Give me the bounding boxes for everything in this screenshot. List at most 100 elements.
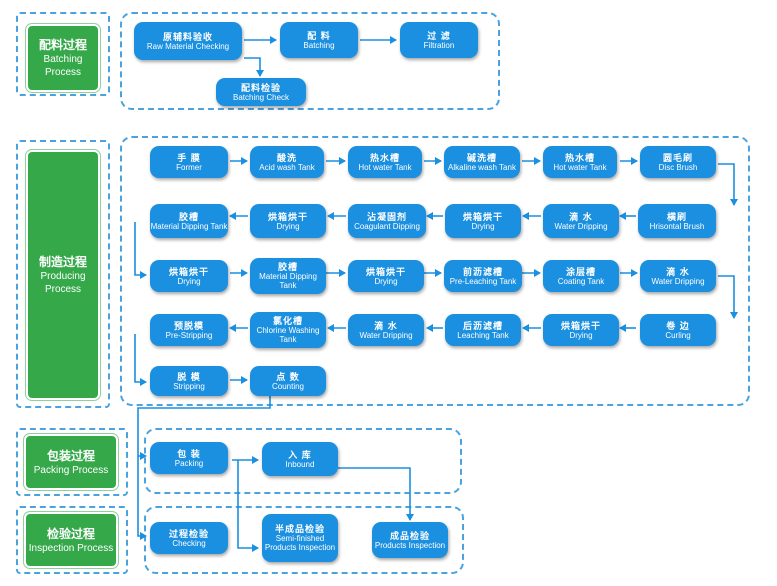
step-en: Leaching Tank [457, 330, 509, 340]
step-cn: 手 膜 [177, 152, 201, 163]
arrow [134, 334, 147, 386]
step-cn: 烘箱烘干 [560, 320, 601, 331]
arrow [718, 275, 738, 319]
step-en: Stripping [173, 381, 205, 391]
arrow [134, 222, 147, 279]
step-en: Curling [665, 330, 691, 340]
step-cn: 滴 水 [666, 266, 690, 277]
step-horizontal-brush[interactable]: 横刷 Hrisontal Brush [638, 204, 716, 238]
step-en: Disc Brush [658, 162, 698, 172]
step-cn: 过程检验 [168, 528, 209, 539]
stage-packing-en: Packing Process [33, 464, 109, 476]
step-semi-finished-inspection[interactable]: 半成品检验 Semi-finished Products Inspection [262, 514, 338, 562]
step-coating[interactable]: 涂层槽 Coating Tank [543, 260, 619, 292]
step-en: Water Dripping [359, 330, 413, 340]
step-en: Pre-Stripping [165, 330, 213, 340]
step-inbound[interactable]: 入 库 Inbound [262, 442, 338, 476]
step-en: Coagulant Dipping [354, 221, 420, 231]
step-curling[interactable]: 卷 边 Curling [640, 314, 716, 346]
step-cn: 前沥滤槽 [462, 266, 503, 277]
step-en: Filtration [423, 40, 455, 50]
arrow [137, 396, 271, 460]
step-checking[interactable]: 过程检验 Checking [150, 522, 228, 554]
step-drying-3[interactable]: 烘箱烘干 Drying [150, 260, 228, 292]
step-drying-5[interactable]: 烘箱烘干 Drying [543, 314, 619, 346]
stage-inspection-en: Inspection Process [28, 542, 114, 554]
step-en: Material Dipping Tank [259, 272, 317, 290]
step-coagulant-dipping[interactable]: 胶槽 Material Dipping Tank [150, 204, 228, 238]
step-cn: 卷 边 [666, 320, 690, 331]
arrow [137, 456, 147, 540]
step-former[interactable]: 手 膜 Former [150, 146, 228, 178]
step-water-dripping-3[interactable]: 滴 水 Water Dripping [348, 314, 424, 346]
packing-process-frame [144, 428, 462, 494]
batching-process-frame [120, 12, 500, 110]
step-en: Inbound [285, 459, 315, 469]
stage-inspection-cn: 检验过程 [46, 526, 95, 541]
step-packing[interactable]: 包 装 Packing [150, 442, 228, 474]
step-alkaline-wash[interactable]: 碱洗槽 Alkaline wash Tank [444, 146, 520, 178]
step-batching-check[interactable]: 配料检验 Batching Check [216, 78, 306, 106]
step-cn: 滴 水 [374, 320, 398, 331]
step-acid-wash[interactable]: 酸洗 Acid wash Tank [250, 146, 324, 178]
step-en: Checking [172, 538, 206, 548]
step-batching[interactable]: 配 料 Batching [280, 22, 358, 58]
step-en: Material Dipping Tank [150, 221, 228, 231]
step-products-inspection[interactable]: 成品检验 Products Inspection [372, 522, 448, 558]
step-hot-water-2[interactable]: 热水槽 Hot water Tank [543, 146, 617, 178]
step-en: Drying [569, 330, 593, 340]
step-cn: 烘箱烘干 [168, 266, 209, 277]
stage-packing: 包装过程 Packing Process [24, 434, 118, 490]
step-cn: 过 滤 [427, 30, 451, 41]
step-pre-stripping[interactable]: 预脱模 Pre-Stripping [150, 314, 228, 346]
step-drying-4[interactable]: 烘箱烘干 Drying [348, 260, 424, 292]
step-cn: 配 料 [307, 30, 331, 41]
stage-inspection: 检验过程 Inspection Process [24, 512, 118, 568]
step-water-dripping-2[interactable]: 滴 水 Water Dripping [640, 260, 716, 292]
step-cn: 半成品检验 [274, 524, 325, 534]
step-water-dripping-1[interactable]: 滴 水 Water Dripping [543, 204, 619, 238]
step-en: Hot water Tank [358, 162, 412, 172]
step-hot-water-1[interactable]: 热水槽 Hot water Tank [348, 146, 422, 178]
step-en: Former [176, 162, 202, 172]
step-en: Hot water Tank [553, 162, 607, 172]
step-en: Water Dripping [554, 221, 608, 231]
step-drying-1[interactable]: 烘箱烘干 Drying [445, 204, 521, 238]
step-en: Alkaline wash Tank [448, 162, 516, 172]
step-cn: 胶槽 [277, 262, 298, 272]
step-cn: 滴 水 [569, 211, 593, 222]
step-coagulant[interactable]: 沾凝固剂 Coagulant Dipping [348, 204, 426, 238]
stage-producing: 制造过程 Producing Process [26, 150, 100, 400]
stage-packing-cn: 包装过程 [46, 448, 95, 463]
step-cn: 原辅料验收 [162, 31, 213, 42]
step-cn: 点 数 [276, 371, 300, 382]
step-en: Pre-Leaching Tank [449, 276, 517, 286]
step-leaching[interactable]: 后沥滤槽 Leaching Tank [445, 314, 521, 346]
step-en: Drying [374, 276, 398, 286]
producing-stage-frame [16, 140, 110, 408]
step-pre-leaching[interactable]: 前沥滤槽 Pre-Leaching Tank [444, 260, 522, 292]
batching-stage-frame [16, 12, 110, 96]
step-counting[interactable]: 点 数 Counting [250, 366, 326, 396]
step-raw-material-checking[interactable]: 原辅料验收 Raw Material Checking [134, 22, 242, 60]
step-en: Counting [271, 381, 305, 391]
step-filtration[interactable]: 过 滤 Filtration [400, 22, 478, 58]
step-en: Raw Material Checking [146, 41, 230, 51]
stage-producing-en: Producing Process [40, 271, 86, 295]
step-cn: 圆毛刷 [662, 152, 693, 163]
step-cn: 热水槽 [369, 152, 400, 163]
step-disc-brush[interactable]: 圆毛刷 Disc Brush [640, 146, 716, 178]
step-chlorine-washing[interactable]: 氯化槽 Chlorine Washing Tank [250, 312, 326, 348]
step-en: Coating Tank [557, 276, 605, 286]
step-en: Drying [471, 221, 495, 231]
step-drying-2[interactable]: 烘箱烘干 Drying [250, 204, 326, 238]
step-en: Chlorine Washing Tank [256, 326, 320, 344]
step-en: Products Inspection [374, 540, 446, 550]
step-en: Water Dripping [651, 276, 705, 286]
step-material-dipping-2[interactable]: 胶槽 Material Dipping Tank [250, 258, 326, 294]
step-cn: 包 装 [177, 448, 201, 459]
step-cn: 配料检验 [240, 82, 281, 93]
step-en: Drying [276, 221, 300, 231]
stage-producing-cn: 制造过程 [38, 255, 87, 269]
step-stripping[interactable]: 脱 模 Stripping [150, 366, 228, 396]
